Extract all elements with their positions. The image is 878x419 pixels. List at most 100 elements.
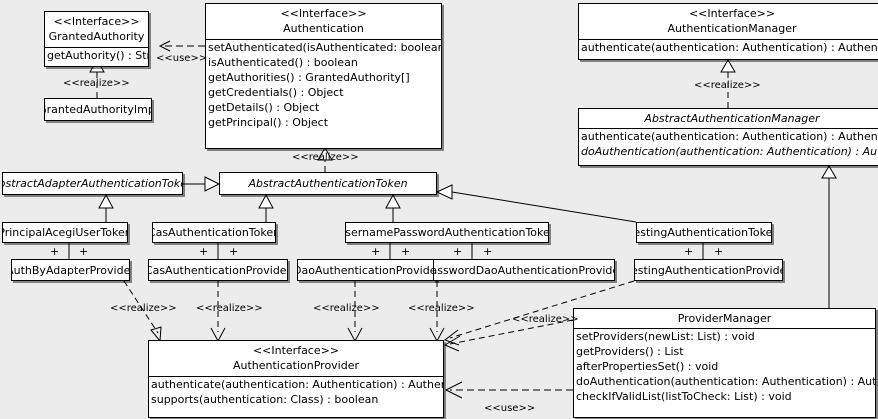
association-marker-userpass-dao-right: + bbox=[401, 245, 411, 258]
class-members: authenticate(authentication: Authenticat… bbox=[579, 40, 878, 55]
class-box-authentication-manager[interactable]: <<Interface>> AuthenticationManager auth… bbox=[578, 3, 878, 60]
class-member: getDetails() : Object bbox=[208, 101, 320, 114]
class-box-dao-authentication-provider[interactable]: DaoAuthenticationProvider bbox=[297, 259, 437, 281]
class-members: setProviders(newList: List) : void getPr… bbox=[574, 329, 875, 404]
class-member: authenticate(authentication: Authenticat… bbox=[581, 130, 878, 143]
class-member: checkIfValidList(listToCheck: List) : vo… bbox=[576, 390, 792, 403]
edge-use-providermanager-authenticationprovider bbox=[444, 381, 573, 399]
edge-generalization-providermanager bbox=[821, 165, 837, 308]
class-member: isAuthenticated() : boolean bbox=[208, 56, 358, 69]
class-box-cas-authentication-token[interactable]: CasAuthenticationToken bbox=[152, 222, 276, 243]
class-name: GrantedAuthorityImpl bbox=[44, 103, 152, 116]
class-header: AbstractAuthenticationManager bbox=[579, 109, 878, 128]
class-name: CasAuthenticationProvider bbox=[148, 263, 288, 277]
association-marker-userpass-dao-left: + bbox=[371, 245, 381, 258]
association-marker-cas-left: + bbox=[199, 245, 209, 258]
class-box-auth-by-adapter-provider[interactable]: AuthByAdapterProvider bbox=[11, 259, 130, 281]
edge-label-realize-casauthenticationprovider: <<realize>> bbox=[196, 303, 263, 314]
class-members: authenticate(authentication: Authenticat… bbox=[579, 129, 878, 159]
class-header: ProviderManager bbox=[574, 309, 875, 328]
edge-generalization-testingauthenticationtoken bbox=[435, 184, 637, 223]
class-box-principal-acegi-user-token[interactable]: PrincipalAcegiUserToken bbox=[2, 222, 128, 243]
edge-generalization-principalacegiusertoken bbox=[98, 193, 114, 222]
compartment-divider bbox=[206, 39, 441, 40]
class-members: getAuthority() : String bbox=[45, 48, 148, 63]
class-box-authentication-provider[interactable]: <<Interface>> AuthenticationProvider aut… bbox=[148, 340, 444, 418]
class-name: UsernamePasswordAuthenticationToken bbox=[345, 226, 549, 239]
class-name: Authentication bbox=[283, 22, 364, 35]
class-stereotype: <<Interface>> bbox=[688, 7, 776, 20]
class-member: setAuthenticated(isAuthenticated: boolea… bbox=[208, 41, 441, 54]
association-marker-cas-right: + bbox=[229, 245, 239, 258]
association-marker-principal-left: + bbox=[50, 245, 60, 258]
class-name: AbstractAuthenticationToken bbox=[248, 177, 408, 190]
class-box-password-dao-authentication-provider[interactable]: PasswordDaoAuthenticationProvider bbox=[433, 259, 615, 281]
class-name: ProviderManager bbox=[677, 312, 772, 325]
class-box-granted-authority[interactable]: <<Interface>> GrantedAuthority getAuthor… bbox=[44, 11, 149, 67]
edge-label-use-authentication-grantedauthority: <<use>> bbox=[156, 53, 208, 64]
class-box-abstract-adapter-authentication-token[interactable]: AbstractAdapterAuthenticationToken bbox=[2, 172, 183, 195]
class-member: getPrincipal() : Object bbox=[208, 116, 329, 129]
class-box-authentication[interactable]: <<Interface>> Authentication setAuthenti… bbox=[205, 3, 442, 149]
class-member: doAuthentication(authentication: Authent… bbox=[576, 375, 876, 388]
edge-realize-abstractauthenticationtoken bbox=[317, 147, 333, 172]
class-stereotype: <<Interface>> bbox=[53, 15, 140, 28]
compartment-divider bbox=[45, 47, 148, 48]
class-box-abstract-authentication-token[interactable]: AbstractAuthenticationToken bbox=[219, 172, 437, 195]
association-marker-testing-left: + bbox=[684, 245, 694, 258]
class-box-abstract-authentication-manager[interactable]: AbstractAuthenticationManager authentica… bbox=[578, 108, 878, 166]
class-box-username-password-authentication-token[interactable]: UsernamePasswordAuthenticationToken bbox=[345, 222, 549, 243]
compartment-divider bbox=[574, 328, 875, 329]
class-member: authenticate(authentication: Authenticat… bbox=[581, 41, 878, 54]
edge-label-realize-abstractauthenticationmanager: <<realize>> bbox=[694, 80, 761, 91]
edge-generalization-casauthenticationtoken bbox=[258, 193, 274, 222]
class-name: CasAuthenticationToken bbox=[152, 226, 276, 239]
edge-label-realize-daoauthenticationprovider: <<realize>> bbox=[313, 303, 380, 314]
edge-generalization-abstractadapter-to-abstracttoken bbox=[183, 176, 221, 192]
class-box-provider-manager[interactable]: ProviderManager setProviders(newList: Li… bbox=[573, 308, 876, 418]
class-member: afterPropertiesSet() : void bbox=[576, 360, 719, 373]
class-name: DaoAuthenticationProvider bbox=[297, 263, 437, 277]
association-marker-userpass-pwddao-left: + bbox=[453, 245, 463, 258]
association-marker-testing-right: + bbox=[714, 245, 724, 258]
class-stereotype: <<Interface>> bbox=[280, 7, 367, 20]
class-header: <<Interface>> Authentication bbox=[206, 4, 441, 39]
class-member: supports(authentication: Class) : boolea… bbox=[151, 393, 379, 406]
edge-realize-abstractauthenticationmanager bbox=[720, 59, 736, 108]
edge-realize-authbyadapterprovider bbox=[123, 280, 162, 343]
compartment-divider bbox=[579, 128, 878, 129]
association-marker-principal-right: + bbox=[79, 245, 89, 258]
class-name: TestingAuthenticationProvider bbox=[634, 263, 783, 277]
edge-label-realize-providermanager: <<realize>> bbox=[512, 314, 579, 325]
class-box-granted-authority-impl[interactable]: GrantedAuthorityImpl bbox=[44, 98, 152, 121]
class-header: <<Interface>> AuthenticationProvider bbox=[149, 341, 443, 376]
class-name: AuthenticationManager bbox=[667, 22, 797, 35]
class-header: <<Interface>> AuthenticationManager bbox=[579, 4, 878, 39]
class-member: getProviders() : List bbox=[576, 345, 684, 358]
edge-realize-providermanager bbox=[443, 319, 574, 352]
class-member: authenticate(authentication: Authenticat… bbox=[151, 378, 443, 391]
compartment-divider bbox=[579, 39, 878, 40]
class-name: PasswordDaoAuthenticationProvider bbox=[433, 263, 615, 277]
class-members: authenticate(authentication: Authenticat… bbox=[149, 377, 443, 407]
compartment-divider bbox=[149, 376, 443, 377]
class-member: getCredentials() : Object bbox=[208, 86, 344, 99]
class-name: AuthenticationProvider bbox=[232, 359, 360, 372]
class-header: <<Interface>> GrantedAuthority bbox=[45, 12, 148, 47]
class-member: getAuthority() : String bbox=[47, 49, 148, 62]
edge-label-realize-abstractauthenticationtoken: <<realize>> bbox=[292, 152, 359, 163]
edge-label-use-providermanager-authenticationprovider: <<use>> bbox=[484, 403, 536, 414]
edge-label-realize-grantedauthorityimpl: <<realize>> bbox=[63, 78, 130, 89]
class-name: TestingAuthenticationToken bbox=[636, 226, 772, 239]
class-box-cas-authentication-provider[interactable]: CasAuthenticationProvider bbox=[148, 259, 288, 281]
class-name: AbstractAdapterAuthenticationToken bbox=[3, 177, 182, 190]
class-member: getAuthorities() : GrantedAuthority[] bbox=[208, 71, 410, 84]
class-name: PrincipalAcegiUserToken bbox=[2, 226, 128, 239]
class-box-testing-authentication-token[interactable]: TestingAuthenticationToken bbox=[636, 222, 772, 243]
class-box-testing-authentication-provider[interactable]: TestingAuthenticationProvider bbox=[634, 259, 783, 281]
class-name: AbstractAuthenticationManager bbox=[644, 112, 820, 125]
class-name: AuthByAdapterProvider bbox=[11, 263, 130, 277]
edge-generalization-usernamepasswordauthenticationtoken bbox=[385, 193, 401, 222]
